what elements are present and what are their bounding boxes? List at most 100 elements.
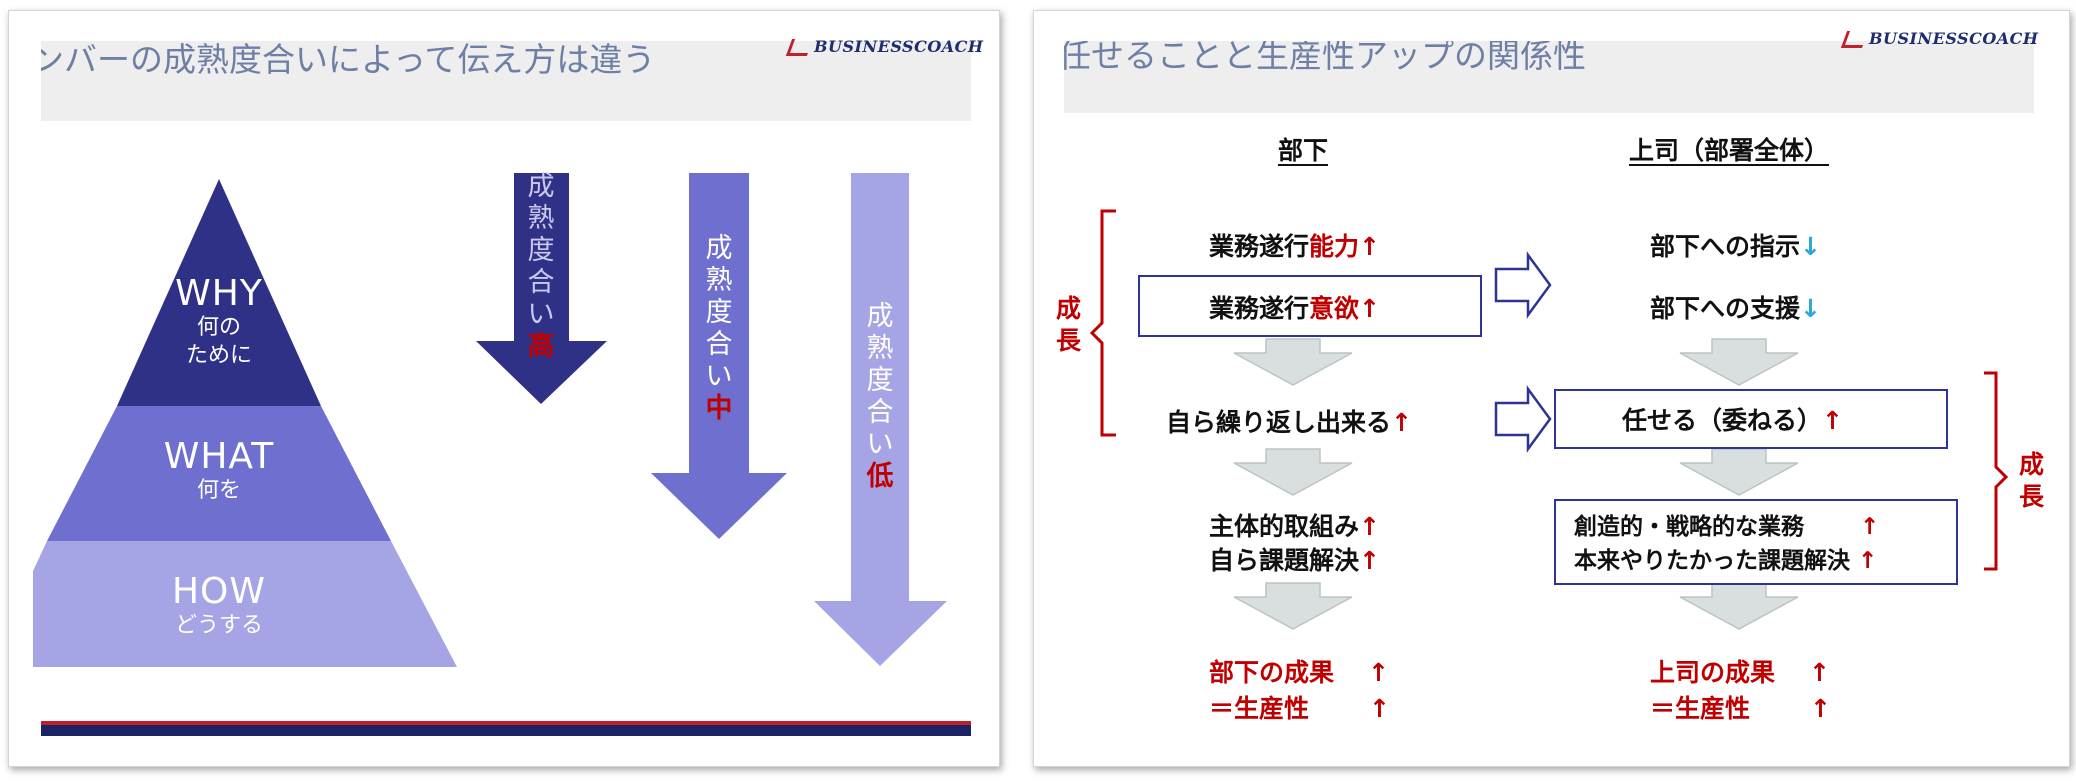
arrow-low-level: 低 — [866, 461, 894, 492]
subordinate-header: 部下 — [1278, 136, 1329, 165]
boss-result-line1: 上司の成果 ↑ — [1650, 653, 1830, 689]
pyramid-middle-tier — [47, 406, 391, 541]
arrow-mid-label: 成 熟 度 合 い 中 — [699, 233, 739, 425]
boss-header: 上司（部署全体） — [1629, 136, 1830, 165]
ability-prefix: 業務遂行 — [1209, 232, 1310, 261]
motivation-line: 業務遂行意欲↑ — [1209, 289, 1380, 325]
subordinate-result-text1: 部下の成果 — [1209, 658, 1335, 687]
left-logo: BUSINESSCOACH — [785, 37, 984, 56]
left-slide: ンバーの成熟度合いによって伝え方は違う BUSINESSCOACH WHY 何の… — [8, 10, 1000, 767]
up-arrow-icon: ↑ — [1809, 658, 1830, 687]
right-diagram-svg — [1089, 209, 2009, 630]
arrow-low-char: 合 — [866, 397, 894, 428]
up-arrow-icon: ↑ — [1359, 512, 1380, 541]
right-title-bar: 任せることと生産性アップの関係性 — [1064, 41, 2034, 113]
up-arrow-icon: ↑ — [1810, 694, 1831, 723]
creative-text: 創造的・戦略的な業務 — [1574, 514, 1804, 540]
arrow-mid — [651, 173, 787, 539]
left-title-bar: ンバーの成熟度合いによって伝え方は違う — [41, 41, 971, 121]
creative-box — [1554, 499, 1958, 585]
footer-navy-stripe — [41, 725, 971, 736]
pyramid-middle-label: WHAT 何を — [139, 436, 299, 505]
down-arrow-icon: ↓ — [1800, 294, 1821, 323]
boss-result-line2: ＝生産性 ↑ — [1650, 689, 1831, 725]
gray-down-arrow — [1233, 582, 1353, 630]
initiative-line: 主体的取組み↑ — [1209, 507, 1380, 543]
self-solve-line: 自ら課題解決↑ — [1209, 541, 1380, 577]
arrow-low-char: 成 — [866, 301, 894, 332]
motivation-box — [1138, 275, 1482, 337]
arrow-mid-level: 中 — [705, 393, 733, 424]
growth-label-right: 成長 — [2019, 450, 2045, 511]
right-slide: 任せることと生産性アップの関係性 BUSINESSCOACH 部下 上司（部署全… — [1033, 10, 2070, 767]
boss-result-text1: 上司の成果 — [1650, 658, 1776, 687]
arrow-high-char: 成 — [527, 171, 555, 202]
ability-line: 業務遂行能力↑ — [1209, 227, 1380, 263]
pyramid-top-tier — [117, 179, 321, 406]
pyramid-what-sub: 何を — [196, 478, 241, 503]
pyramid-why-sub2: ために — [185, 343, 252, 368]
up-arrow-icon: ↑ — [1860, 514, 1880, 540]
wanted-text: 本来やりたかった課題解決 — [1574, 548, 1850, 574]
left-diagram-svg — [33, 173, 971, 736]
self-solve-text: 自ら課題解決 — [1209, 546, 1360, 575]
arrow-low-char: い — [866, 429, 894, 460]
subordinate-result-line1: 部下の成果 ↑ — [1209, 653, 1389, 689]
up-arrow-icon: ↑ — [1369, 694, 1390, 723]
footer-red-stripe — [41, 721, 971, 725]
arrow-mid-char: い — [705, 361, 733, 392]
left-flow-arrows — [1233, 338, 1353, 630]
arrow-low — [814, 173, 947, 666]
pyramid-how: HOW — [171, 571, 266, 612]
wanted-line: 本来やりたかった課題解決↑ — [1574, 541, 1877, 575]
repeat-line: 自ら繰り返し出来る↑ — [1166, 403, 1412, 439]
pyramid-bottom-tier — [33, 541, 457, 667]
gray-down-arrow — [1233, 338, 1353, 386]
pyramid-bottom-label: HOW どうする — [149, 571, 289, 640]
boss-result-text2: ＝生産性 — [1650, 694, 1751, 723]
pyramid-what: WHAT — [163, 436, 275, 477]
up-arrow-icon: ↑ — [1359, 294, 1380, 323]
arrow-mid-char: 度 — [705, 297, 733, 328]
pyramid-top-label: WHY 何の ために — [159, 273, 279, 370]
arrow-high-char: 熟 — [527, 203, 555, 234]
right-flow-arrows — [1679, 338, 1799, 630]
subordinate-result-text2: ＝生産性 — [1209, 694, 1310, 723]
down-arrow-icon: ↓ — [1800, 232, 1821, 261]
instruct-line: 部下への指示↓ — [1650, 227, 1821, 263]
gray-down-arrow — [1679, 448, 1799, 496]
subordinate-result-line2: ＝生産性 ↑ — [1209, 689, 1390, 725]
right-slide-title: 任せることと生産性アップの関係性 — [1064, 41, 1586, 75]
arrow-high — [476, 173, 607, 404]
hollow-right-arrow — [1494, 251, 1552, 319]
up-arrow-icon: ↑ — [1359, 546, 1380, 575]
arrow-mid-char: 成 — [705, 233, 733, 264]
instruct-text: 部下への指示 — [1650, 232, 1801, 261]
up-arrow-icon: ↑ — [1368, 658, 1389, 687]
up-arrow-icon: ↑ — [1822, 406, 1843, 435]
growth-bracket-left — [1089, 209, 1116, 437]
arrow-low-char: 熟 — [866, 333, 894, 364]
arrow-low-label: 成 熟 度 合 い 低 — [860, 301, 900, 493]
arrow-low-char: 度 — [866, 365, 894, 396]
arrow-high-char: 合 — [527, 267, 555, 298]
pyramid-how-sub: どうする — [174, 613, 263, 638]
arrow-high-label: 成 熟 度 合 い 高 — [521, 171, 561, 363]
ability-word: 能力 — [1309, 232, 1360, 261]
arrow-high-char: 度 — [527, 235, 555, 266]
initiative-text: 主体的取組み — [1209, 512, 1360, 541]
motivation-word: 意欲 — [1309, 294, 1360, 323]
gray-down-arrow — [1233, 448, 1353, 496]
delegate-text: 任せる（委ねる） — [1622, 406, 1823, 435]
pyramid-why: WHY — [175, 273, 263, 314]
growth-label-left: 成長 — [1056, 294, 1082, 355]
hollow-right-arrow — [1494, 385, 1552, 453]
arrow-mid-char: 合 — [705, 329, 733, 360]
up-arrow-icon: ↑ — [1391, 408, 1412, 437]
left-logo-text: BUSINESSCOACH — [814, 37, 984, 56]
creative-line: 創造的・戦略的な業務 ↑ — [1574, 507, 1879, 541]
delegate-box — [1554, 389, 1948, 449]
right-logo-text: BUSINESSCOACH — [1869, 29, 2039, 48]
pyramid-why-sub1: 何の — [196, 315, 241, 340]
repeat-text: 自ら繰り返し出来る — [1166, 408, 1392, 437]
